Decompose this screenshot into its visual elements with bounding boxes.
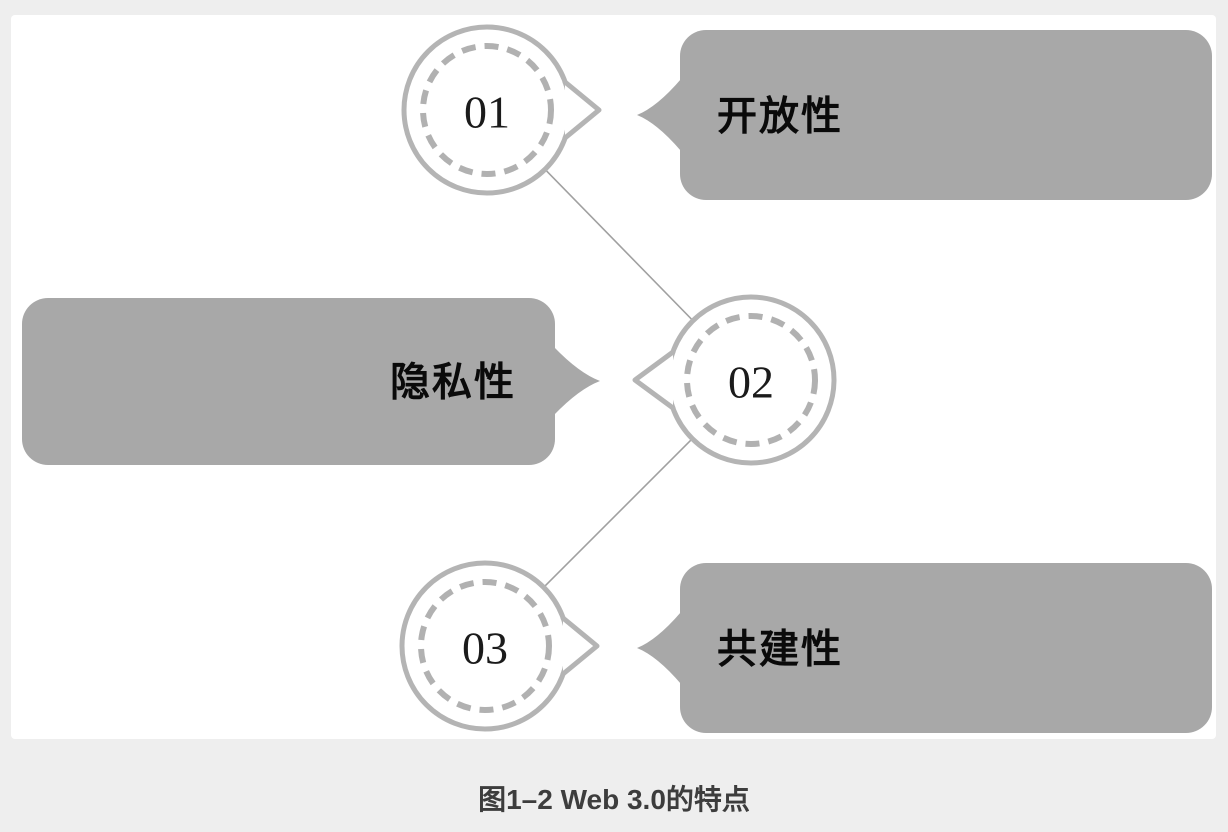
- step-number-03: 03: [462, 623, 508, 674]
- figure-caption: 图1–2 Web 3.0的特点: [478, 784, 750, 815]
- bubble-body: [22, 298, 555, 465]
- bubble-body: [680, 563, 1212, 733]
- bubble-tail-left-icon: [637, 612, 681, 684]
- circle-beak-left-icon: [632, 349, 676, 411]
- circle-beak-right-icon: [560, 615, 600, 677]
- callout-bubble-cocreation: 共建性: [637, 563, 1212, 733]
- web3-features-diagram: 开放性 隐私性 共建性 01: [22, 24, 1212, 733]
- step-circle-01: 01: [401, 24, 602, 196]
- circle-inner-dashed-ring: [684, 313, 818, 447]
- callout-bubble-privacy: 隐私性: [22, 298, 600, 465]
- step-circle-02: 02: [632, 294, 837, 466]
- diagram-canvas: 开放性 隐私性 共建性 01: [11, 15, 1216, 739]
- step-number-01: 01: [464, 87, 510, 138]
- circle-beak-right-icon: [562, 79, 602, 141]
- circle-inner-dashed-ring: [420, 43, 554, 177]
- bubble-label-cocreation: 共建性: [717, 627, 843, 672]
- bubble-label-openness: 开放性: [717, 94, 843, 139]
- step-circle-03: 03: [399, 560, 600, 732]
- bubble-tail-right-icon: [554, 347, 600, 415]
- circle-inner-dashed-ring: [418, 579, 552, 713]
- bubble-tail-left-icon: [637, 79, 681, 151]
- step-number-02: 02: [728, 357, 774, 408]
- bubble-body: [680, 30, 1212, 200]
- bubble-label-privacy: 隐私性: [390, 360, 516, 405]
- callout-bubble-openness: 开放性: [637, 30, 1212, 200]
